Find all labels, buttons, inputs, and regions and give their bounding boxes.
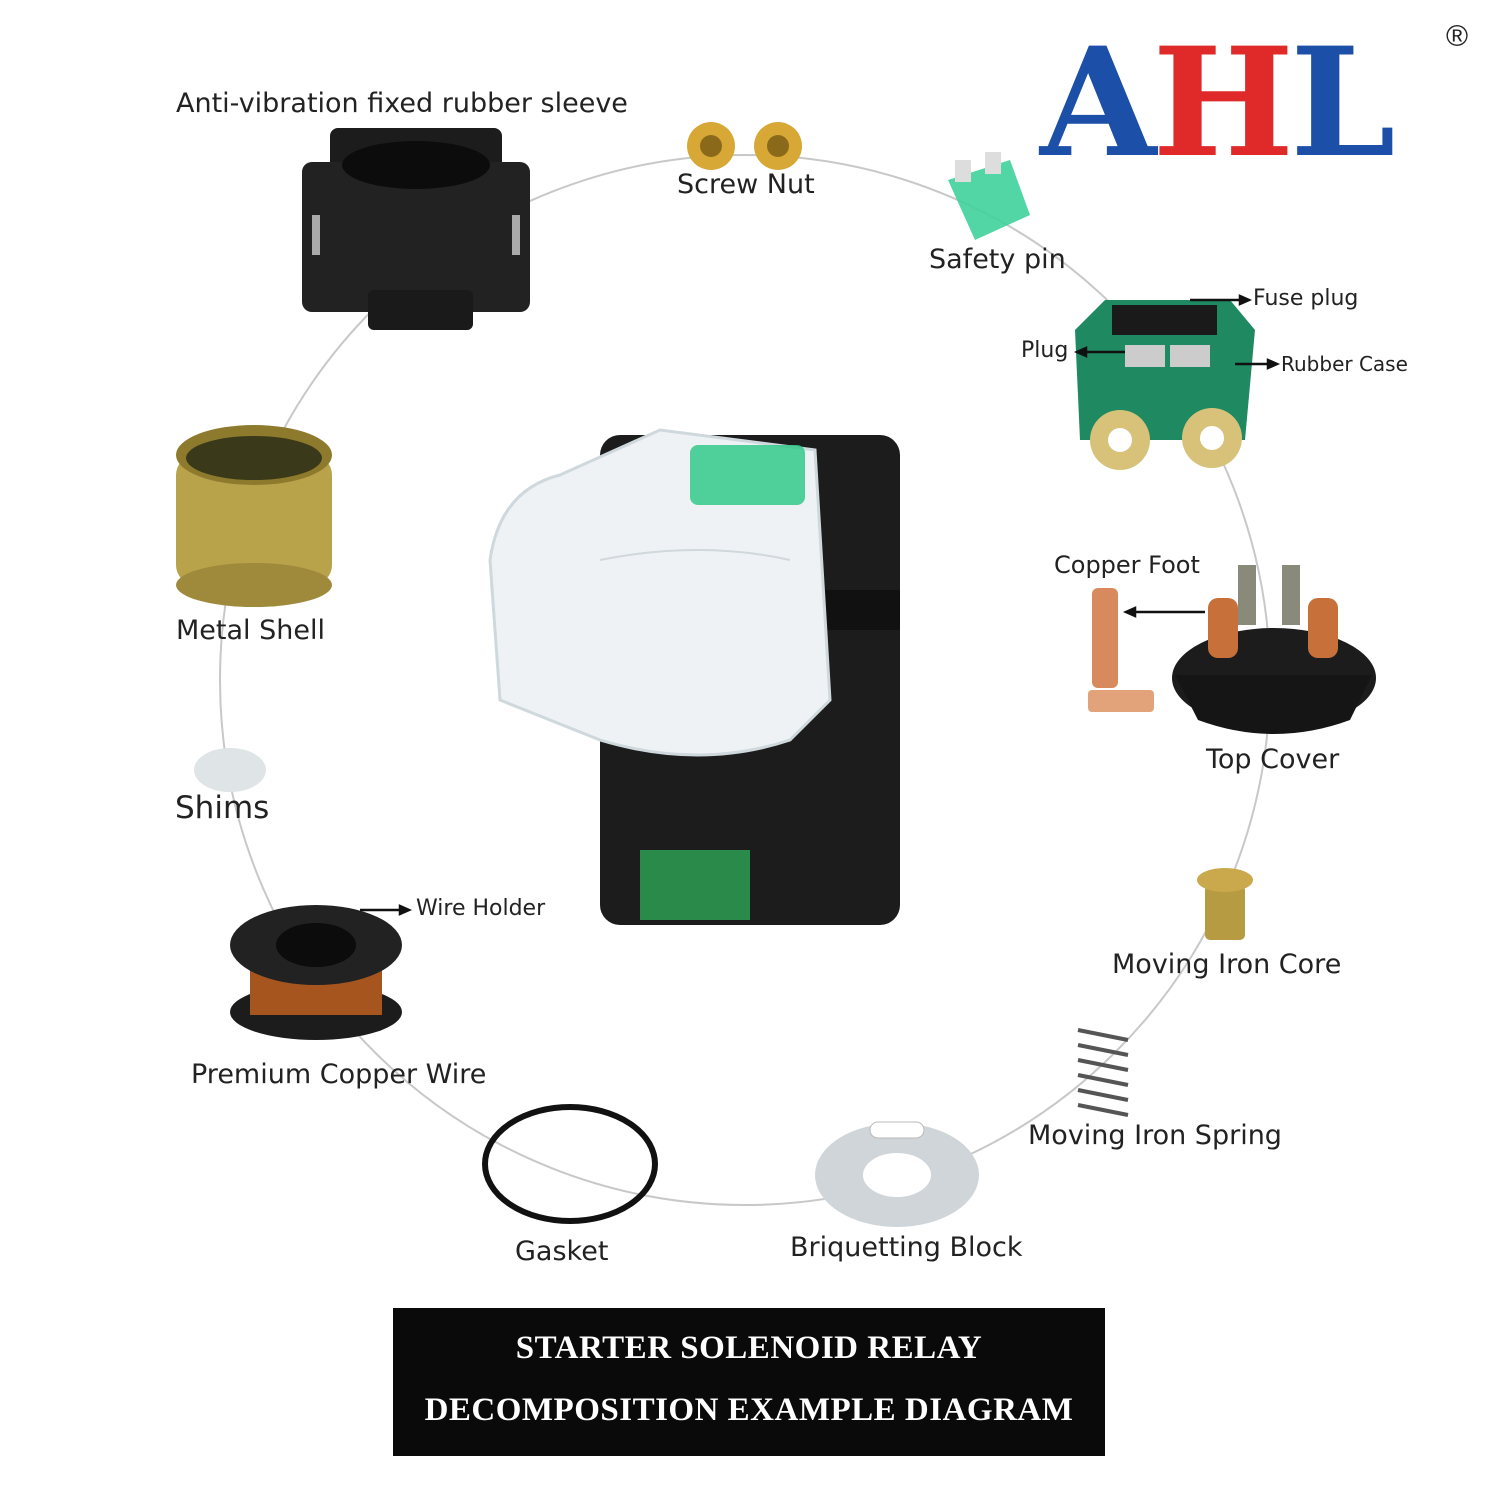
label-wire-holder: Wire Holder (416, 896, 546, 921)
metal-shell-image (176, 425, 332, 607)
label-premium-copper-wire: Premium Copper Wire (191, 1059, 487, 1090)
label-top-cover: Top Cover (1206, 744, 1340, 775)
brand-letter-a: A (1040, 15, 1156, 191)
label-rubber-case: Rubber Case (1281, 352, 1408, 376)
banner-line-2: DECOMPOSITION EXAMPLE DIAGRAM (424, 1392, 1074, 1428)
label-briquetting-block: Briquetting Block (790, 1232, 1023, 1263)
label-plug: Plug (1021, 338, 1069, 363)
fuse-plug-image (1075, 300, 1255, 470)
title-banner: STARTER SOLENOID RELAY DECOMPOSITION EXA… (393, 1308, 1105, 1456)
moving-iron-core-image (1197, 868, 1253, 940)
solenoid-relay-image (488, 428, 900, 925)
brand-letter-l: L (1290, 15, 1395, 191)
label-shims: Shims (175, 790, 270, 826)
label-metal-shell: Metal Shell (176, 615, 325, 646)
copper-wire-spool-image (230, 905, 402, 1040)
label-rubber-sleeve: Anti-vibration fixed rubber sleeve (176, 88, 628, 119)
label-gasket: Gasket (515, 1236, 609, 1267)
label-moving-iron-spring: Moving Iron Spring (1028, 1120, 1282, 1151)
copper-foot-image (1088, 588, 1154, 712)
rubber-sleeve-image (302, 128, 530, 330)
label-copper-foot: Copper Foot (1054, 551, 1200, 579)
gasket-image (482, 1104, 658, 1224)
callout-arrows (360, 294, 1281, 916)
label-screw-nut: Screw Nut (677, 169, 815, 200)
brand-logo: AHL (1040, 28, 1396, 178)
safety-pin-image (948, 152, 1030, 240)
moving-iron-spring-image (1077, 1028, 1129, 1117)
briquetting-block-image (815, 1121, 979, 1227)
registered-mark: ® (1446, 20, 1469, 53)
label-fuse-plug: Fuse plug (1253, 286, 1359, 311)
label-moving-iron-core: Moving Iron Core (1112, 949, 1342, 980)
screw-nut-image (687, 122, 802, 170)
top-cover-image (1172, 565, 1376, 734)
label-safety-pin: Safety pin (929, 244, 1066, 275)
brand-letter-h: H (1152, 15, 1294, 191)
shims-image (194, 748, 266, 792)
banner-line-1: STARTER SOLENOID RELAY (515, 1330, 983, 1366)
